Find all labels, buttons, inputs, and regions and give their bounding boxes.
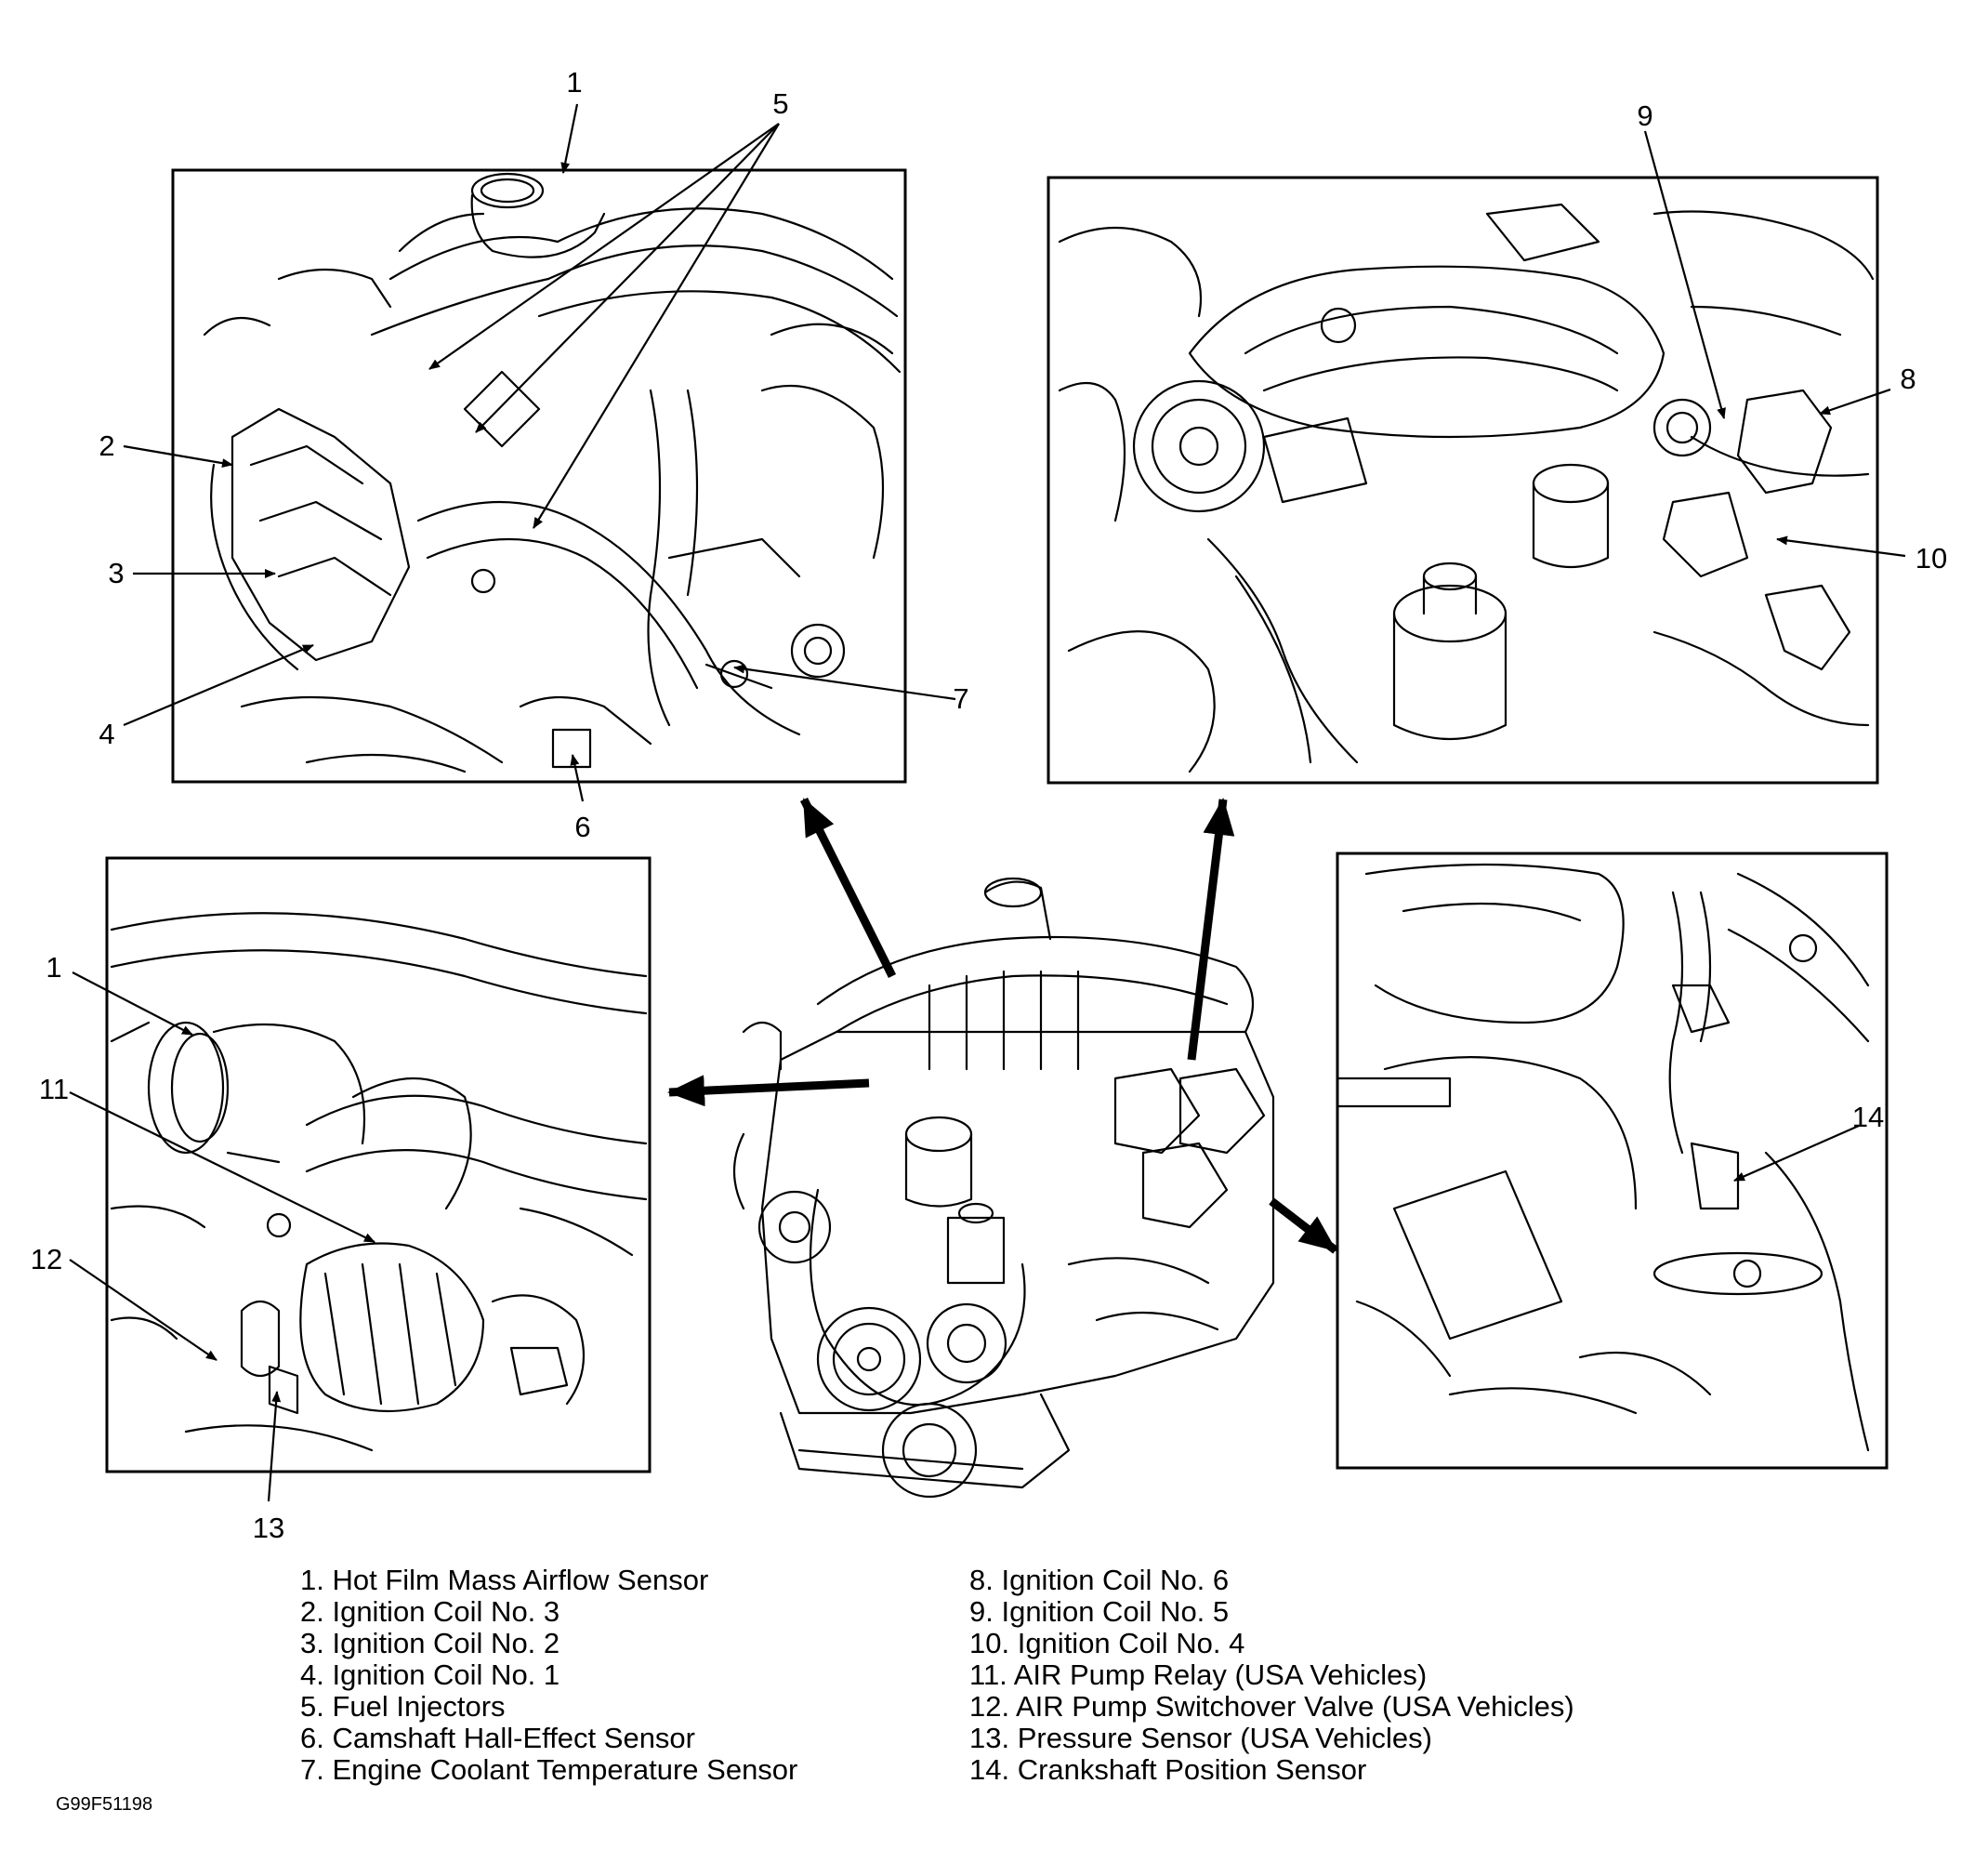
legend-item: 12. AIR Pump Switchover Valve (USA Vehic… <box>969 1690 1574 1723</box>
callout-2: 2 <box>99 429 114 462</box>
callout-7: 7 <box>953 682 968 715</box>
legend-item: 6. Camshaft Hall-Effect Sensor <box>300 1722 695 1754</box>
legend-item: 3. Ignition Coil No. 2 <box>300 1627 560 1659</box>
panel-middle-right: 14 <box>1336 852 1889 1470</box>
figure-code: G99F51198 <box>56 1794 153 1815</box>
legend-item: 9. Ignition Coil No. 5 <box>969 1595 1230 1628</box>
callout-8: 8 <box>1900 363 1916 395</box>
center-engine <box>667 797 1338 1499</box>
arrow-to-middle-right <box>1269 1197 1338 1254</box>
callout-12: 12 <box>31 1243 62 1275</box>
legend-item: 8. Ignition Coil No. 6 <box>969 1564 1230 1596</box>
legend-item: 4. Ignition Coil No. 1 <box>300 1658 560 1691</box>
callout-1-top: 1 <box>566 66 582 99</box>
arrow-to-top-right <box>1187 798 1235 1061</box>
legend-item: 14. Crankshaft Position Sensor <box>969 1753 1367 1786</box>
callout-13: 13 <box>253 1512 284 1544</box>
callout-1-left: 1 <box>46 951 61 984</box>
legend-item: 2. Ignition Coil No. 3 <box>300 1595 560 1628</box>
top-left-engine-linework <box>203 172 902 773</box>
arrow-to-middle-left <box>667 1075 870 1107</box>
legend-item: 7. Engine Coolant Temperature Sensor <box>300 1753 798 1786</box>
legend-item: 5. Fuel Injectors <box>300 1690 506 1723</box>
legend-item: 10. Ignition Coil No. 4 <box>969 1627 1245 1659</box>
middle-left-engine-linework <box>110 912 648 1452</box>
legend-item: 11. AIR Pump Relay (USA Vehicles) <box>969 1658 1428 1691</box>
legend-right-column: 8. Ignition Coil No. 6 9. Ignition Coil … <box>969 1565 1574 1786</box>
callout-9: 9 <box>1637 99 1652 132</box>
callout-11: 11 <box>39 1073 69 1105</box>
callout-4: 4 <box>99 718 114 750</box>
callout-10: 10 <box>1916 542 1947 575</box>
callout-5: 5 <box>772 87 788 120</box>
panel-top-left: 1 5 2 3 4 6 7 <box>99 66 968 843</box>
callout-14: 14 <box>1852 1101 1884 1133</box>
panel-top-right: 9 8 10 <box>1047 99 1947 785</box>
arrow-to-top-left <box>799 797 897 979</box>
center-engine-linework <box>732 877 1275 1499</box>
top-right-engine-linework <box>1058 203 1875 773</box>
legend-left-column: 1. Hot Film Mass Airflow Sensor 2. Ignit… <box>300 1565 797 1786</box>
callout-3: 3 <box>108 557 124 589</box>
callout-6: 6 <box>574 811 590 843</box>
panel-middle-left: 1 11 12 13 <box>31 856 652 1544</box>
legend-item: 13. Pressure Sensor (USA Vehicles) <box>969 1722 1432 1754</box>
middle-right-engine-linework <box>1336 863 1870 1452</box>
legend-item: 1. Hot Film Mass Airflow Sensor <box>300 1564 709 1596</box>
